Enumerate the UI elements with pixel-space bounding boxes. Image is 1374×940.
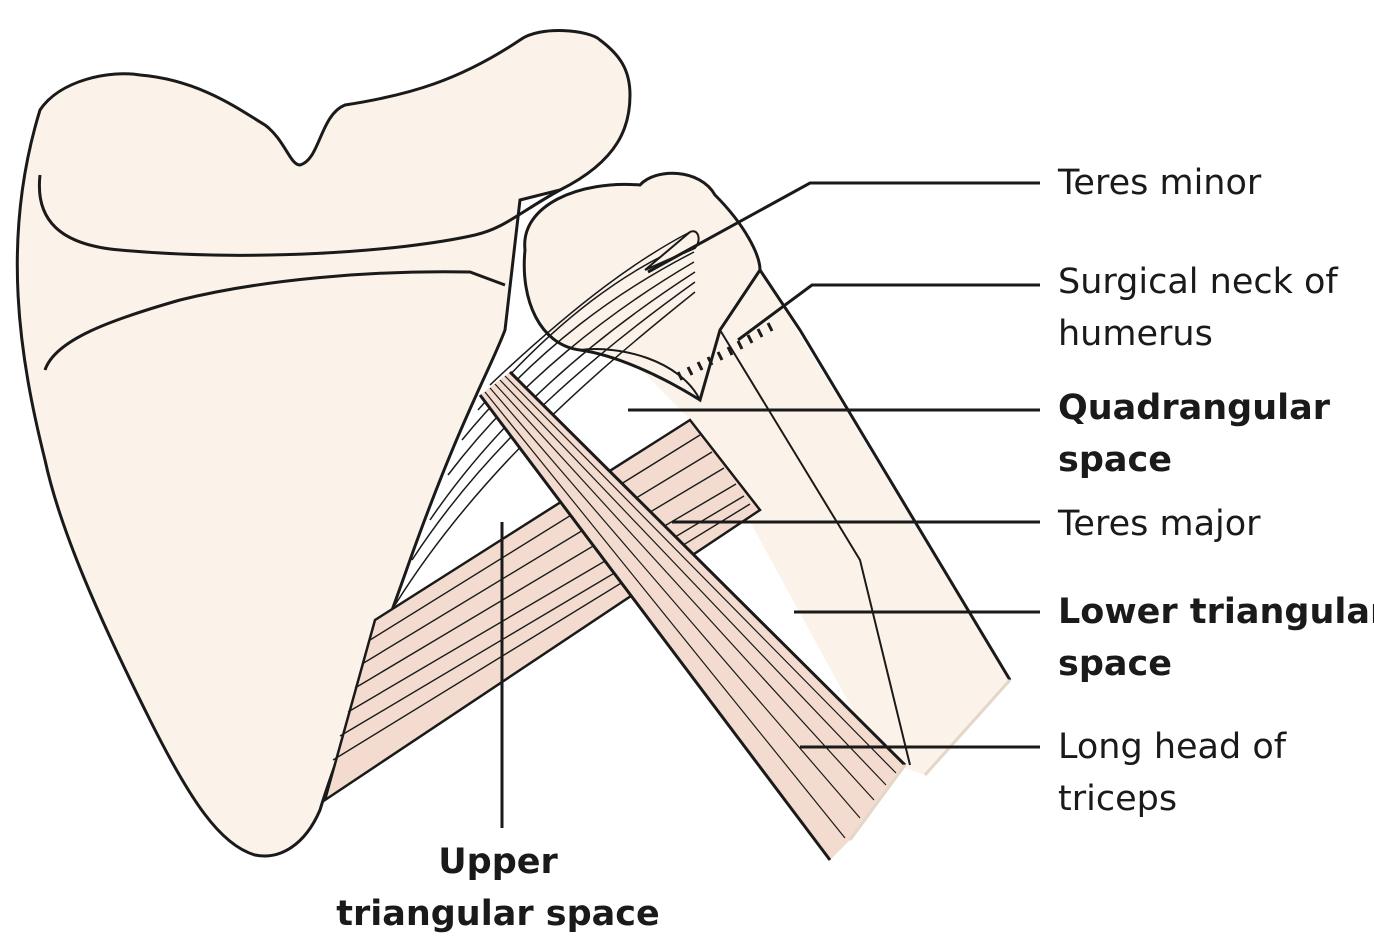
label-upper-triangular-space: Upper triangular space: [300, 836, 696, 940]
label-teres-major: Teres major: [1058, 498, 1261, 550]
label-teres-major-text: Teres major: [1058, 498, 1261, 550]
label-teres-minor-text: Teres minor: [1058, 157, 1261, 209]
label-quadrangular-space: Quadrangular space: [1058, 382, 1330, 486]
label-quadrangular-line2: space: [1058, 434, 1330, 486]
label-surgical-neck: Surgical neck of humerus: [1058, 256, 1338, 360]
label-lower-triangular-line2: space: [1058, 638, 1374, 690]
label-surgical-neck-line2: humerus: [1058, 308, 1338, 360]
label-teres-minor: Teres minor: [1058, 157, 1261, 209]
label-upper-triangular-line1: Upper: [300, 836, 696, 888]
label-surgical-neck-line1: Surgical neck of: [1058, 256, 1338, 308]
label-long-head-triceps: Long head of triceps: [1058, 721, 1286, 825]
label-long-head-line1: Long head of: [1058, 721, 1286, 773]
label-upper-triangular-line2: triangular space: [300, 888, 696, 940]
label-lower-triangular-line1: Lower triangular: [1058, 586, 1374, 638]
label-long-head-line2: triceps: [1058, 773, 1286, 825]
label-quadrangular-line1: Quadrangular: [1058, 382, 1330, 434]
label-lower-triangular-space: Lower triangular space: [1058, 586, 1374, 690]
